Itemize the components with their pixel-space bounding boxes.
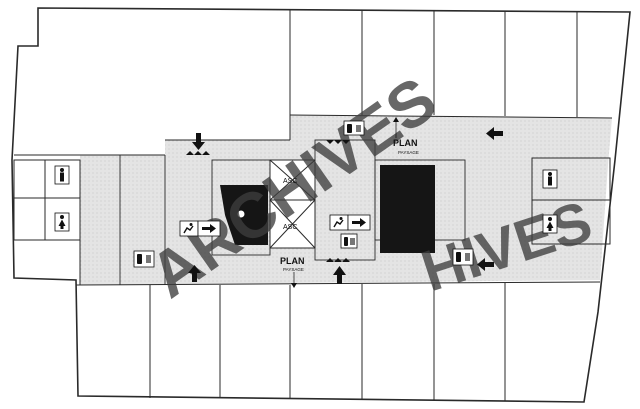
elevator-label-bottom: ASC <box>283 224 297 231</box>
exit-marker-strip <box>186 151 210 155</box>
male-toilet-icon <box>542 169 558 189</box>
bottom-offices <box>75 281 601 401</box>
fire-extinguisher-icon <box>343 120 365 136</box>
elevator-shafts <box>269 159 316 249</box>
top-offices <box>14 8 613 156</box>
plan-sublabel-bottom: PAYSAGE <box>283 267 304 272</box>
male-toilet-icon <box>54 165 70 185</box>
evacuation-arrow-bottom-left <box>188 265 201 282</box>
building-outline <box>11 7 631 403</box>
core-marker <box>236 209 246 219</box>
left-toilets <box>13 159 81 285</box>
emergency-exit-icon <box>329 214 349 231</box>
direction-arrow-icon <box>347 214 371 231</box>
evacuation-arrow-right-bottom <box>477 258 494 271</box>
corridor <box>80 115 612 285</box>
female-toilet-icon <box>542 214 558 234</box>
elevator-label-top: ASC <box>283 178 297 185</box>
emergency-exit-icon <box>179 220 199 237</box>
plan-sublabel-top: PAYSAGE <box>398 150 419 155</box>
evacuation-arrow-bottom <box>333 266 346 284</box>
exit-marker-strip <box>326 140 350 144</box>
fire-extinguisher-icon <box>452 248 474 266</box>
fire-extinguisher-icon <box>340 233 358 249</box>
plan-label-bottom: PLAN <box>280 256 305 266</box>
exit-marker-strip <box>326 258 350 262</box>
plan-pointer-top-head <box>393 117 399 122</box>
evacuation-arrow-right-top <box>486 127 503 140</box>
female-toilet-icon <box>54 212 70 232</box>
right-toilets <box>531 157 611 245</box>
direction-arrow-icon <box>197 220 221 237</box>
fire-extinguisher-icon <box>133 250 155 268</box>
right-core <box>380 165 435 253</box>
evacuation-arrow-top <box>192 133 205 150</box>
plan-pointer-bottom-head <box>291 283 297 288</box>
plan-label-top: PLAN <box>393 138 418 148</box>
